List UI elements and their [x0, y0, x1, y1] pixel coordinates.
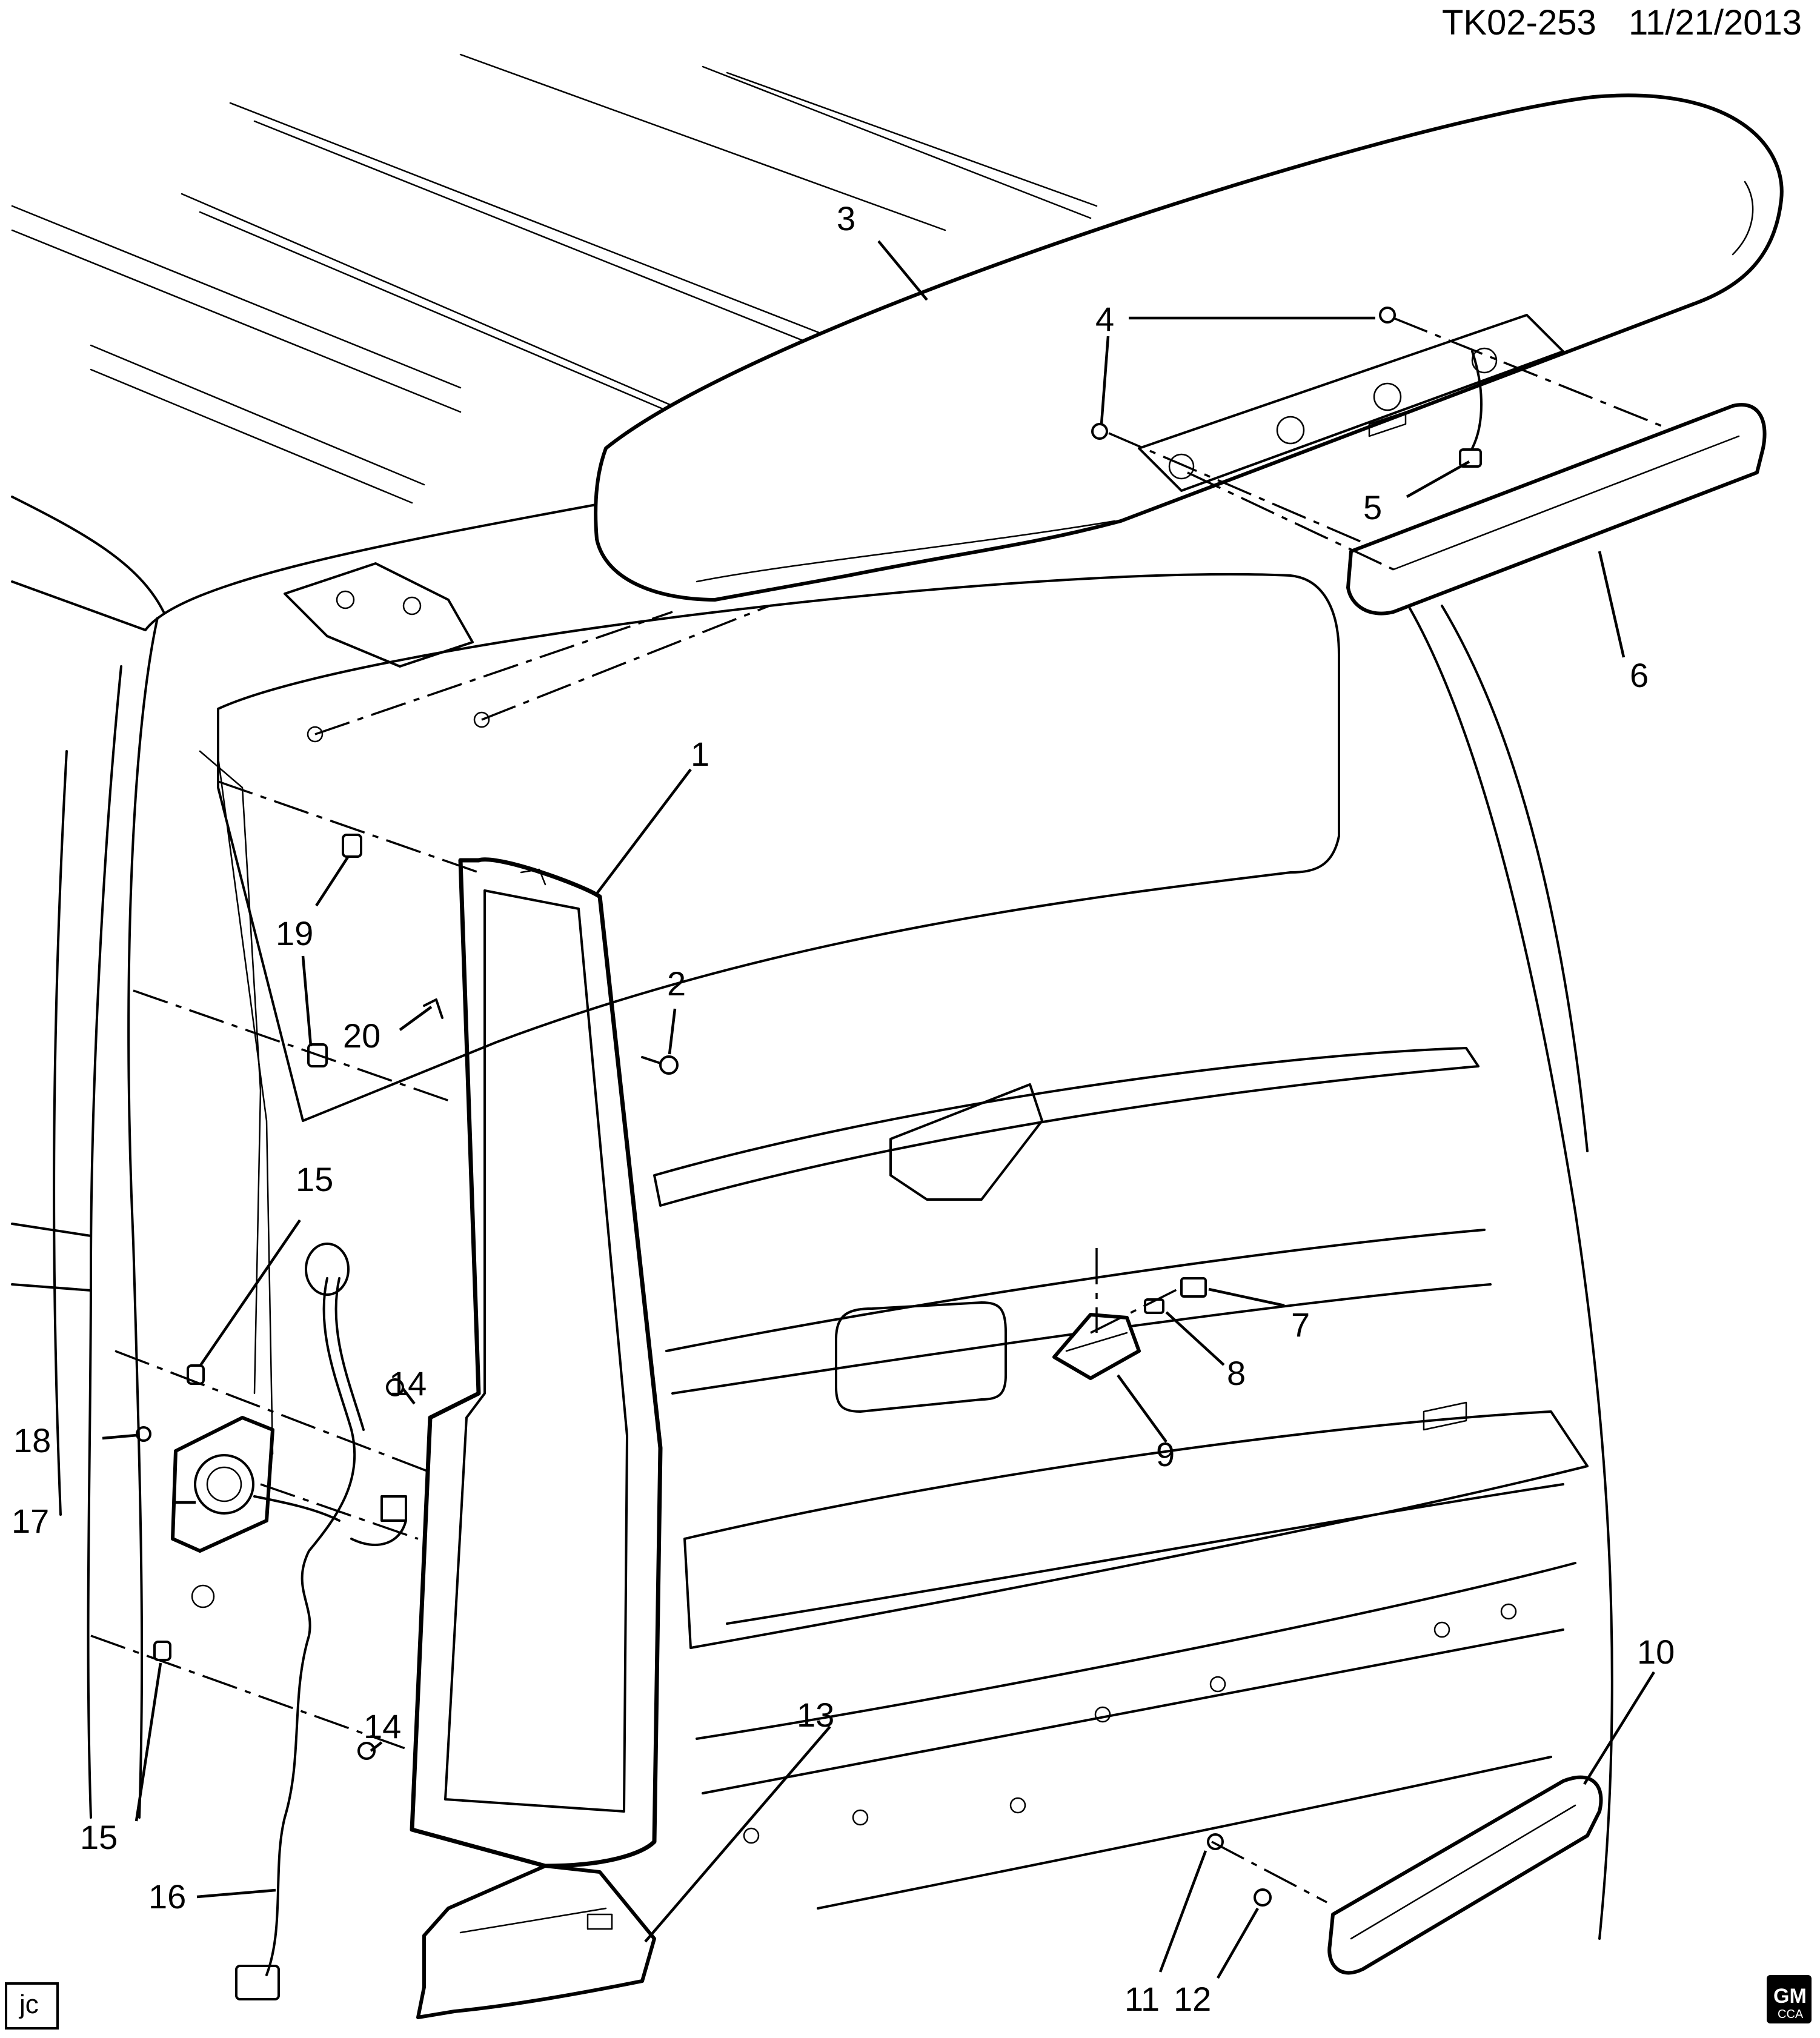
- diagram-date: 11/21/2013: [1629, 3, 1802, 42]
- gm-logo: GM CCA: [1767, 1975, 1812, 2023]
- callout-2: 2: [667, 964, 686, 1003]
- initials-box: [5, 1982, 59, 2030]
- callout-18: 18: [13, 1421, 51, 1459]
- callout-9: 9: [1156, 1435, 1175, 1473]
- wiring-harness: [235, 1243, 407, 2000]
- lamp-module: [171, 1416, 274, 1553]
- tail-lamp: [410, 857, 663, 1868]
- callout-1: 1: [691, 735, 709, 773]
- gm-logo-sub: CCA: [1778, 2008, 1804, 2021]
- callout-3: 3: [837, 199, 855, 237]
- spoiler-fasteners: [1091, 307, 1483, 468]
- screw: [641, 1055, 679, 1075]
- callout-8: 8: [1227, 1354, 1246, 1392]
- callout-13: 13: [797, 1696, 834, 1734]
- callout-14-upper: 14: [389, 1364, 427, 1402]
- bumper-lamp: [1207, 1775, 1603, 1975]
- callout-20: 20: [343, 1017, 380, 1055]
- locator-lines: [90, 317, 1673, 1904]
- callout-16: 16: [148, 1877, 186, 1916]
- diagram-code: TK02-253: [1442, 3, 1596, 42]
- callout-7: 7: [1291, 1306, 1310, 1344]
- callout-17: 17: [12, 1502, 49, 1540]
- callout-15-upper: 15: [296, 1160, 333, 1198]
- callout-6: 6: [1630, 656, 1649, 694]
- gm-logo-main: GM: [1773, 1985, 1807, 2008]
- callout-11: 11: [1124, 1980, 1160, 2018]
- chmsl-lamp: [1346, 403, 1767, 616]
- lamp-fasteners: [136, 834, 443, 1760]
- initials-text: jc: [18, 1990, 39, 2019]
- callout-10: 10: [1637, 1633, 1675, 1671]
- vehicle-body-outline: [11, 53, 1613, 1940]
- callout-5: 5: [1363, 488, 1382, 526]
- leader-lines: [102, 240, 1655, 1979]
- callout-15-lower: 15: [80, 1818, 118, 1856]
- callout-14-lower: 14: [364, 1707, 401, 1745]
- callout-19: 19: [276, 914, 313, 952]
- bumper-bracket: [416, 1864, 656, 2019]
- spoiler-assembly: [594, 93, 1784, 602]
- callout-4: 4: [1095, 300, 1114, 338]
- callout-12: 12: [1174, 1980, 1211, 2018]
